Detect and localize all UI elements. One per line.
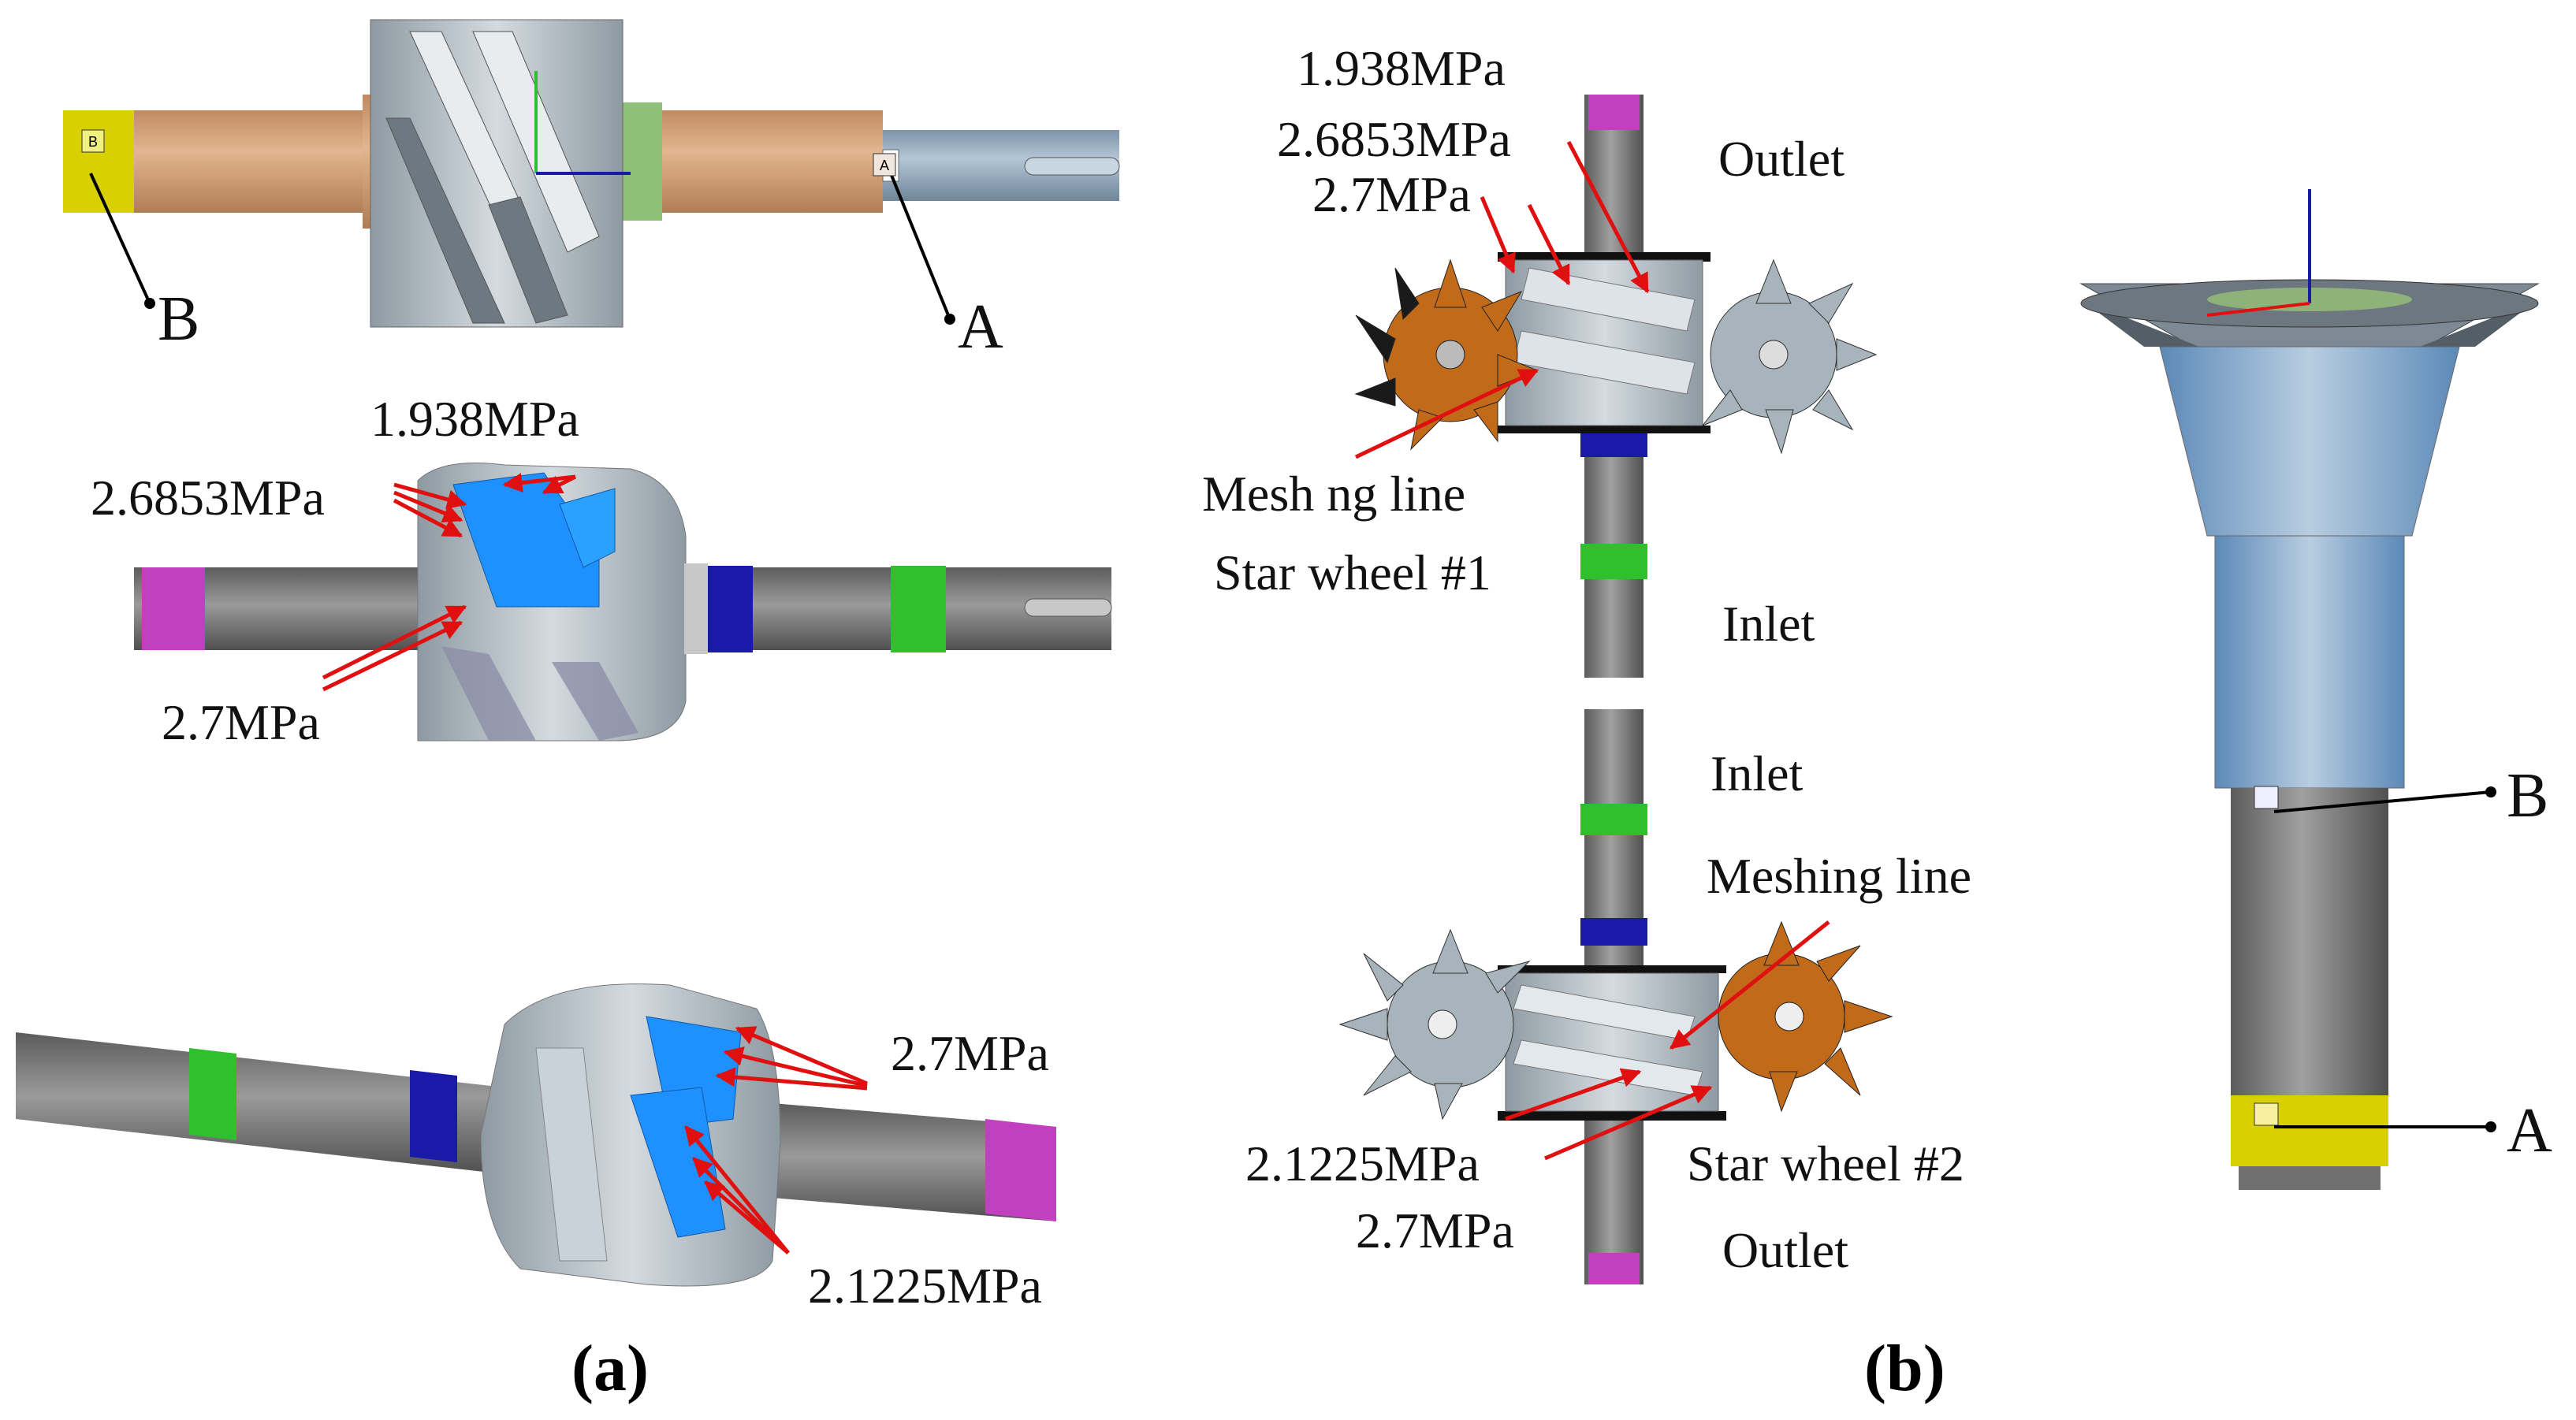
pressure-region-lower [630, 1087, 726, 1238]
green-band [1580, 804, 1647, 835]
blue-band [410, 1070, 457, 1162]
pressure-label-1938: 1.938MPa [1297, 40, 1506, 96]
pressure-label-27: 2.7MPa [162, 694, 320, 750]
lower-shaft [2231, 788, 2388, 1095]
star-wheel-2-mirror [1338, 928, 1531, 1121]
pressure-label-27: 2.7MPa [891, 1025, 1049, 1081]
pressure-label-27: 2.7MPa [1356, 1203, 1514, 1258]
magenta-band [1588, 95, 1640, 130]
panel-b-right-view [2079, 189, 2540, 1190]
upper-shaft [2214, 535, 2405, 789]
flag-a: A [880, 158, 889, 173]
inlet-label: Inlet [1711, 745, 1804, 801]
blue-band [1580, 918, 1647, 946]
outlet-label: Outlet [1718, 131, 1845, 187]
magenta-band [1588, 1253, 1640, 1284]
star-wheel-label: Star wheel #2 [1687, 1136, 1964, 1191]
star-wheel-label: Star wheel #1 [1214, 545, 1491, 600]
shaft-left [16, 1032, 504, 1174]
inlet-label: Inlet [1722, 596, 1815, 652]
green-band [1580, 544, 1647, 579]
screw-rotor [480, 983, 781, 1287]
marker-b-label: B [158, 284, 200, 354]
star-wheel-1 [1354, 258, 1539, 451]
marker-a-label: A [958, 292, 1003, 362]
marker-b-label: B [2507, 761, 2549, 831]
magenta-band [142, 567, 205, 650]
pressure-label-21225: 2.1225MPa [1245, 1136, 1480, 1191]
green-band [891, 566, 946, 652]
blue-band [1580, 429, 1647, 457]
star-wheel-2 [1718, 920, 1893, 1113]
flag-b: B [88, 134, 98, 150]
caption-b: (b) [1864, 1332, 1945, 1405]
panel-a-top-view: B A [63, 19, 1120, 328]
mark-b-band [63, 110, 134, 213]
panel-a-middle-view [134, 463, 1112, 742]
blue-band [705, 566, 753, 652]
pressure-label-26853: 2.6853MPa [91, 470, 325, 526]
pressure-label-21225: 2.1225MPa [808, 1258, 1042, 1314]
magenta-band [985, 1119, 1056, 1221]
meshing-line-label: Meshing line [1707, 848, 1971, 904]
pressure-label-27: 2.7MPa [1312, 166, 1471, 222]
panel-b-lower-view [1338, 709, 1893, 1284]
green-band [189, 1048, 236, 1140]
outlet-label: Outlet [1722, 1222, 1848, 1278]
marker-a-label: A [2507, 1096, 2552, 1165]
pressure-label-1938: 1.938MPa [370, 391, 579, 447]
pressure-label-26853: 2.6853MPa [1277, 111, 1511, 167]
panel-a-bottom-view [16, 983, 1056, 1287]
meshing-line-label: Mesh ng line [1202, 466, 1466, 522]
panel-b-upper-view [1354, 95, 1878, 678]
star-wheel-1-mirror [1701, 258, 1878, 455]
caption-a: (a) [571, 1332, 649, 1405]
bearing-seat [2159, 346, 2460, 537]
